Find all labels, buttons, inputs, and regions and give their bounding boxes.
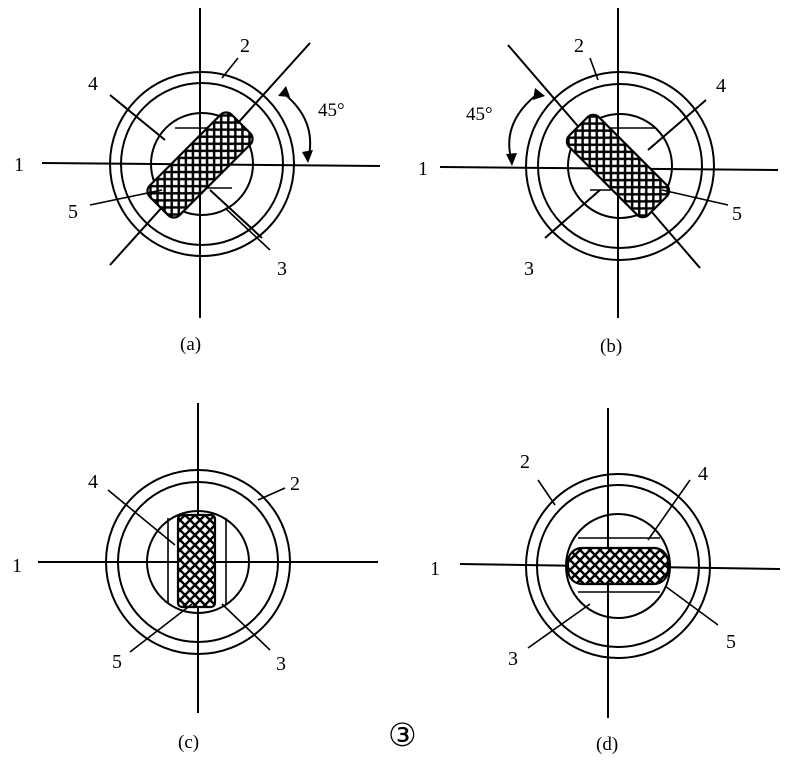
panel-d: 1 2 3 4 5 (d): [430, 408, 781, 755]
panel-caption: (a): [180, 334, 201, 355]
arrowhead: [278, 86, 290, 97]
label-5: 5: [68, 201, 78, 223]
label-4: 4: [716, 75, 726, 97]
coil-winding: [146, 111, 254, 219]
arrowhead: [302, 150, 313, 163]
coil-winding: [565, 113, 671, 219]
label-4: 4: [88, 73, 98, 95]
middle-ring: [120, 82, 284, 246]
inner-circle: [567, 113, 673, 219]
angle-label: 45°: [466, 104, 493, 125]
panel-caption: (d): [596, 734, 618, 755]
leader-line-2: [537, 479, 556, 506]
outer-ring: [105, 469, 291, 655]
angle-label: 45°: [318, 100, 345, 121]
label-1: 1: [418, 158, 428, 180]
label-5: 5: [112, 651, 122, 673]
label-3: 3: [276, 653, 286, 675]
inner-circle: [146, 510, 250, 614]
leader-line-2: [589, 57, 599, 81]
inner-circle: [565, 513, 671, 619]
label-5: 5: [732, 203, 742, 225]
label-4: 4: [88, 471, 98, 493]
label-3: 3: [508, 648, 518, 670]
label-1: 1: [430, 558, 440, 580]
perpendicular-axis-lower: [544, 189, 601, 239]
label-2: 2: [240, 35, 250, 57]
leader-line-4: [647, 479, 691, 541]
perpendicular-axis: [647, 99, 707, 151]
leader-line-2: [221, 57, 239, 79]
coil-winding: [176, 513, 217, 609]
label-4: 4: [698, 463, 708, 485]
leader-line-5: [89, 189, 163, 206]
outer-ring: [525, 473, 711, 659]
outer-ring: [525, 71, 715, 261]
panel-a: 1 2 3 4 5 45° (a): [14, 8, 381, 355]
arrowhead: [506, 153, 517, 166]
label-2: 2: [290, 473, 300, 495]
label-3: 3: [524, 258, 534, 280]
label-3: 3: [277, 258, 287, 280]
label-1: 1: [12, 555, 22, 577]
inner-circle: [150, 112, 254, 216]
leader-line-3: [224, 207, 271, 251]
panel-c: 1 2 3 4 5 (c): [12, 403, 378, 753]
leader-line-2: [257, 487, 286, 501]
label-5: 5: [726, 631, 736, 653]
leader-line-3: [527, 603, 591, 649]
label-2: 2: [574, 35, 584, 57]
figure-number: ③: [388, 717, 417, 753]
leader-line-3: [221, 603, 271, 651]
outer-ring: [109, 71, 295, 257]
panel-caption: (b): [600, 336, 622, 357]
leader-line-5: [661, 189, 729, 206]
panel-caption: (c): [178, 732, 199, 753]
arrowhead: [533, 88, 545, 100]
leader-line-5: [129, 603, 193, 653]
leader-line-4: [107, 489, 176, 546]
coil-winding: [566, 546, 670, 586]
middle-ring: [117, 481, 279, 643]
leader-line-5: [664, 585, 719, 626]
label-1: 1: [14, 154, 24, 176]
panel-b: 1 2 3 4 5 45° (b): [418, 8, 779, 357]
label-2: 2: [520, 451, 530, 473]
middle-ring: [536, 484, 700, 648]
perpendicular-axis-lower: [209, 189, 263, 239]
middle-ring: [537, 83, 703, 249]
perpendicular-axis: [109, 94, 166, 141]
